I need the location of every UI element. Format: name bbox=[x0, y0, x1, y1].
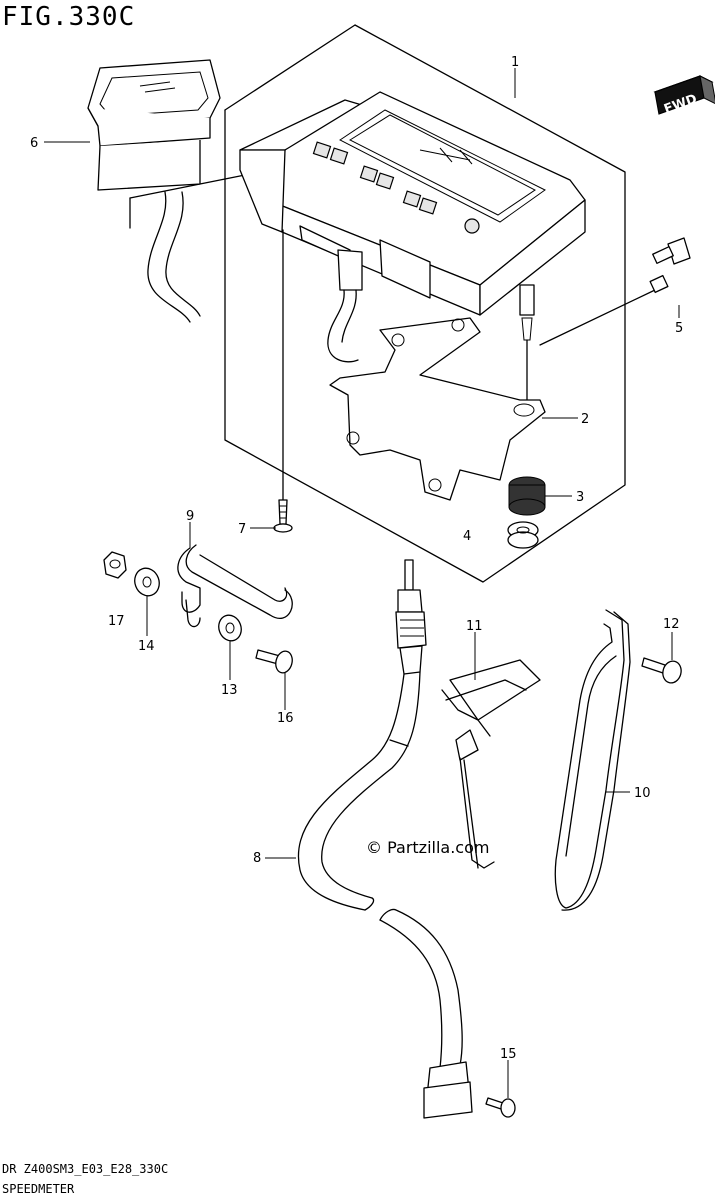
callout-14: 14 bbox=[138, 639, 155, 654]
washer-part-13 bbox=[218, 614, 242, 642]
diagram-code: DR Z400SM3_E03_E28_330C bbox=[2, 1162, 169, 1176]
washer-part-14 bbox=[134, 567, 160, 597]
fwd-arrow-badge: FWD bbox=[653, 75, 715, 117]
callout-7: 7 bbox=[238, 522, 246, 537]
callout-11: 11 bbox=[466, 619, 483, 634]
callout-3: 3 bbox=[576, 490, 584, 505]
grommet-part-3 bbox=[507, 476, 546, 549]
callout-5: 5 bbox=[675, 321, 683, 336]
callout-1: 1 bbox=[511, 55, 519, 70]
bolt-part-12 bbox=[641, 632, 682, 684]
bracket-part-4 bbox=[329, 317, 546, 501]
cable-clamp-part-11 bbox=[441, 659, 541, 869]
indicator-unit-part-6 bbox=[87, 59, 251, 323]
callout-labels: 1 6 5 2 3 4 7 9 17 14 13 16 12 11 10 8 1… bbox=[30, 55, 683, 1062]
callout-17: 17 bbox=[108, 614, 125, 629]
speedometer-cable-part-8 bbox=[297, 559, 473, 1119]
callout-15: 15 bbox=[500, 1047, 517, 1062]
callout-2: 2 bbox=[581, 412, 589, 427]
callout-9: 9 bbox=[186, 509, 194, 524]
nut-part-17 bbox=[103, 551, 127, 579]
callout-12: 12 bbox=[663, 617, 680, 632]
callout-13: 13 bbox=[221, 683, 238, 698]
callout-10: 10 bbox=[634, 786, 651, 801]
callout-8: 8 bbox=[253, 851, 261, 866]
partzilla-watermark: © Partzilla.com bbox=[366, 838, 490, 857]
bolt-part-16 bbox=[255, 649, 293, 674]
diagram-name: SPEEDMETER bbox=[2, 1182, 75, 1196]
callout-16: 16 bbox=[277, 711, 294, 726]
screw-part-7 bbox=[273, 499, 293, 533]
assembly-boundary-box bbox=[224, 24, 626, 583]
callout-4: 4 bbox=[463, 529, 471, 544]
speedometer-head-part-1 bbox=[239, 91, 586, 501]
bolt-part-5 bbox=[539, 237, 691, 346]
callout-6: 6 bbox=[30, 136, 38, 151]
leader-lines bbox=[44, 68, 680, 859]
strap-band-part-10 bbox=[554, 609, 631, 911]
bolt-part-15 bbox=[485, 1060, 516, 1118]
cable-hook-part-9 bbox=[177, 544, 293, 628]
figure-title: FIG.330C bbox=[2, 2, 136, 32]
